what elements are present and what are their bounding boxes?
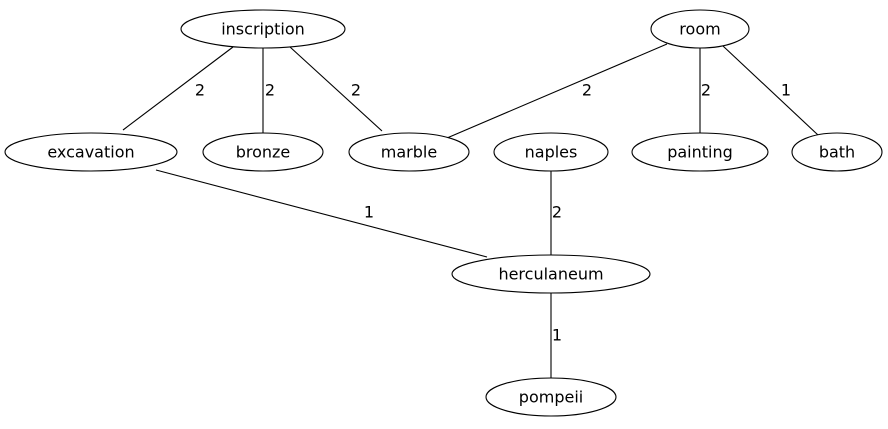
edge-inscription-excavation [122, 46, 234, 131]
edge-label-room-bath: 1 [781, 81, 791, 100]
node-ellipse-pompeii [485, 377, 617, 417]
node-ellipse-marble [348, 132, 470, 172]
node-bath: bath [791, 132, 883, 172]
node-label-inscription: inscription [221, 20, 305, 39]
node-excavation: excavation [4, 132, 178, 172]
edge-room-marble [446, 43, 668, 139]
node-ellipse-bath [791, 132, 883, 172]
node-herculaneum: herculaneum [451, 254, 651, 294]
edge-label-inscription-bronze: 2 [265, 81, 275, 100]
node-label-pompeii: pompeii [519, 388, 583, 407]
edge-label-herculaneum-pompeii: 1 [552, 326, 562, 345]
node-label-herculaneum: herculaneum [498, 265, 603, 284]
node-room: room [650, 9, 750, 49]
node-ellipse-herculaneum [451, 254, 651, 294]
node-bronze: bronze [202, 132, 324, 172]
node-ellipse-room [650, 9, 750, 49]
node-ellipse-bronze [202, 132, 324, 172]
node-marble: marble [348, 132, 470, 172]
node-inscription: inscription [180, 9, 346, 49]
edge-label-room-painting: 2 [701, 81, 711, 100]
edge-label-room-marble: 2 [582, 81, 592, 100]
edge-label-inscription-excavation: 2 [195, 81, 205, 100]
node-ellipse-excavation [4, 132, 178, 172]
edge-excavation-herculaneum [155, 169, 488, 258]
node-painting: painting [631, 132, 769, 172]
nodes-layer: inscription room excavation bronze marble nap… [4, 9, 883, 417]
node-ellipse-inscription [180, 9, 346, 49]
node-label-painting: painting [667, 143, 733, 162]
node-naples: naples [493, 132, 609, 172]
edge-label-inscription-marble: 2 [351, 81, 361, 100]
node-label-excavation: excavation [47, 143, 134, 162]
edge-labels-layer: 2 2 2 2 2 1 1 2 1 [195, 81, 791, 345]
node-label-bronze: bronze [236, 143, 291, 162]
node-ellipse-naples [493, 132, 609, 172]
edge-label-naples-herculaneum: 2 [552, 203, 562, 222]
node-label-marble: marble [381, 143, 437, 162]
node-label-room: room [679, 20, 720, 39]
node-label-bath: bath [819, 143, 855, 162]
edge-inscription-marble [289, 46, 383, 132]
node-ellipse-painting [631, 132, 769, 172]
node-pompeii: pompeii [485, 377, 617, 417]
edges-layer [122, 43, 819, 378]
edge-label-excavation-herculaneum: 1 [364, 203, 374, 222]
node-label-naples: naples [525, 143, 578, 162]
edge-room-bath [722, 45, 819, 136]
